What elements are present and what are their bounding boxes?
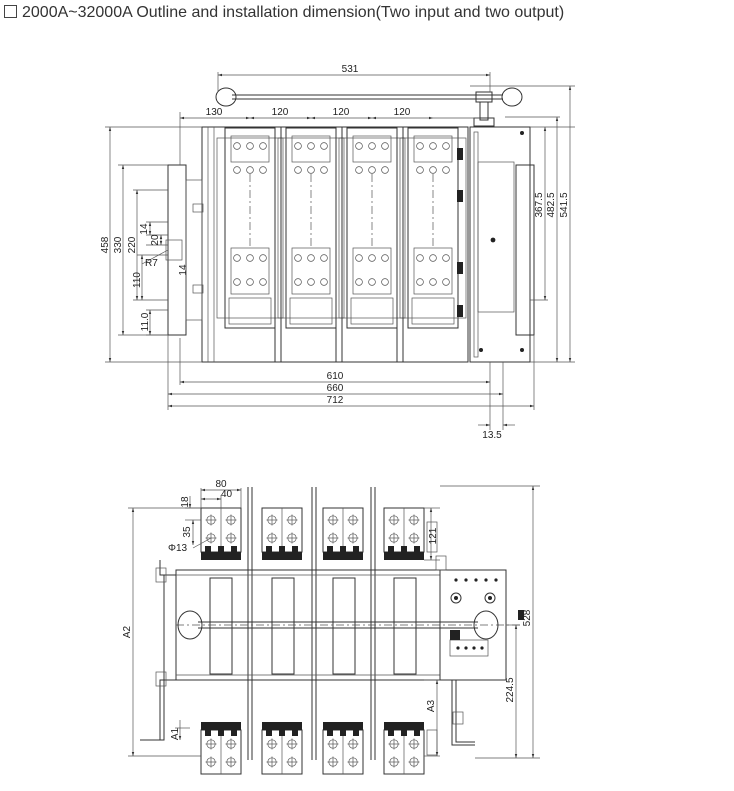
pole-module <box>338 127 406 329</box>
pole-module <box>277 127 345 329</box>
terminal-top <box>323 508 363 560</box>
dim-120-label: 120 <box>333 107 350 118</box>
dim-458-label: 458 <box>100 236 111 253</box>
dim-482-5-label: 482.5 <box>546 192 557 217</box>
dim-a2-label: A2 <box>122 625 133 638</box>
dim-541-5-label: 541.5 <box>559 192 570 217</box>
dim-220-label: 220 <box>127 236 138 253</box>
handle-knob-left <box>215 87 237 107</box>
dim-121-label: 121 <box>428 527 439 544</box>
dim-a1-label: A1 <box>170 727 181 740</box>
dim-35-label: 35 <box>182 526 193 538</box>
checkbox-square-icon <box>4 5 17 18</box>
dim-11-0-label: 11.0 <box>140 312 151 331</box>
dim-18-label: 18 <box>180 496 191 508</box>
dim-r7-label: R7 <box>145 258 158 269</box>
bracket-right <box>515 164 535 336</box>
dim-712-label: 712 <box>327 395 344 406</box>
dim-d14-label: 14 <box>178 264 189 276</box>
top-view: 531 130 120 120 120 610 660 712 13.5 <box>100 64 575 441</box>
operating-mechanism <box>469 126 531 363</box>
dim-hole-13-label: Φ13 <box>168 543 188 554</box>
dim-14-label: 14 <box>139 223 150 235</box>
dim-330-label: 330 <box>113 236 124 253</box>
dim-660-label: 660 <box>327 383 344 394</box>
dim-40-label: 40 <box>221 489 233 500</box>
pole-module <box>216 127 284 329</box>
dim-224-5-label: 224.5 <box>505 677 516 702</box>
dim-80-label: 80 <box>215 479 227 490</box>
dim-610-label: 610 <box>327 371 344 382</box>
handle-knob-right <box>501 87 523 107</box>
dim-120-label: 120 <box>394 107 411 118</box>
page-title: 2000A~32000A Outline and installation di… <box>4 4 564 22</box>
terminal-top <box>201 508 241 560</box>
terminal-top <box>262 508 302 560</box>
dim-20-label: 20 <box>150 234 161 246</box>
dim-367-5-label: 367.5 <box>534 192 545 217</box>
page-title-text: 2000A~32000A Outline and installation di… <box>22 4 565 21</box>
dim-130-label: 130 <box>206 107 223 118</box>
dim-120-label: 120 <box>272 107 289 118</box>
terminal-top <box>384 508 424 560</box>
bracket-left <box>167 164 187 336</box>
dim-528-label: 528 <box>522 609 533 626</box>
bottom-view: 80 40 18 35 Φ13 121 A2 A1 528 224.5 <box>122 479 540 774</box>
pole-module <box>399 127 467 329</box>
dim-13-5-label: 13.5 <box>482 430 502 441</box>
dim-a3-label: A3 <box>426 699 437 712</box>
dim-110-label: 110 <box>132 272 143 288</box>
dim-531-label: 531 <box>342 64 359 75</box>
